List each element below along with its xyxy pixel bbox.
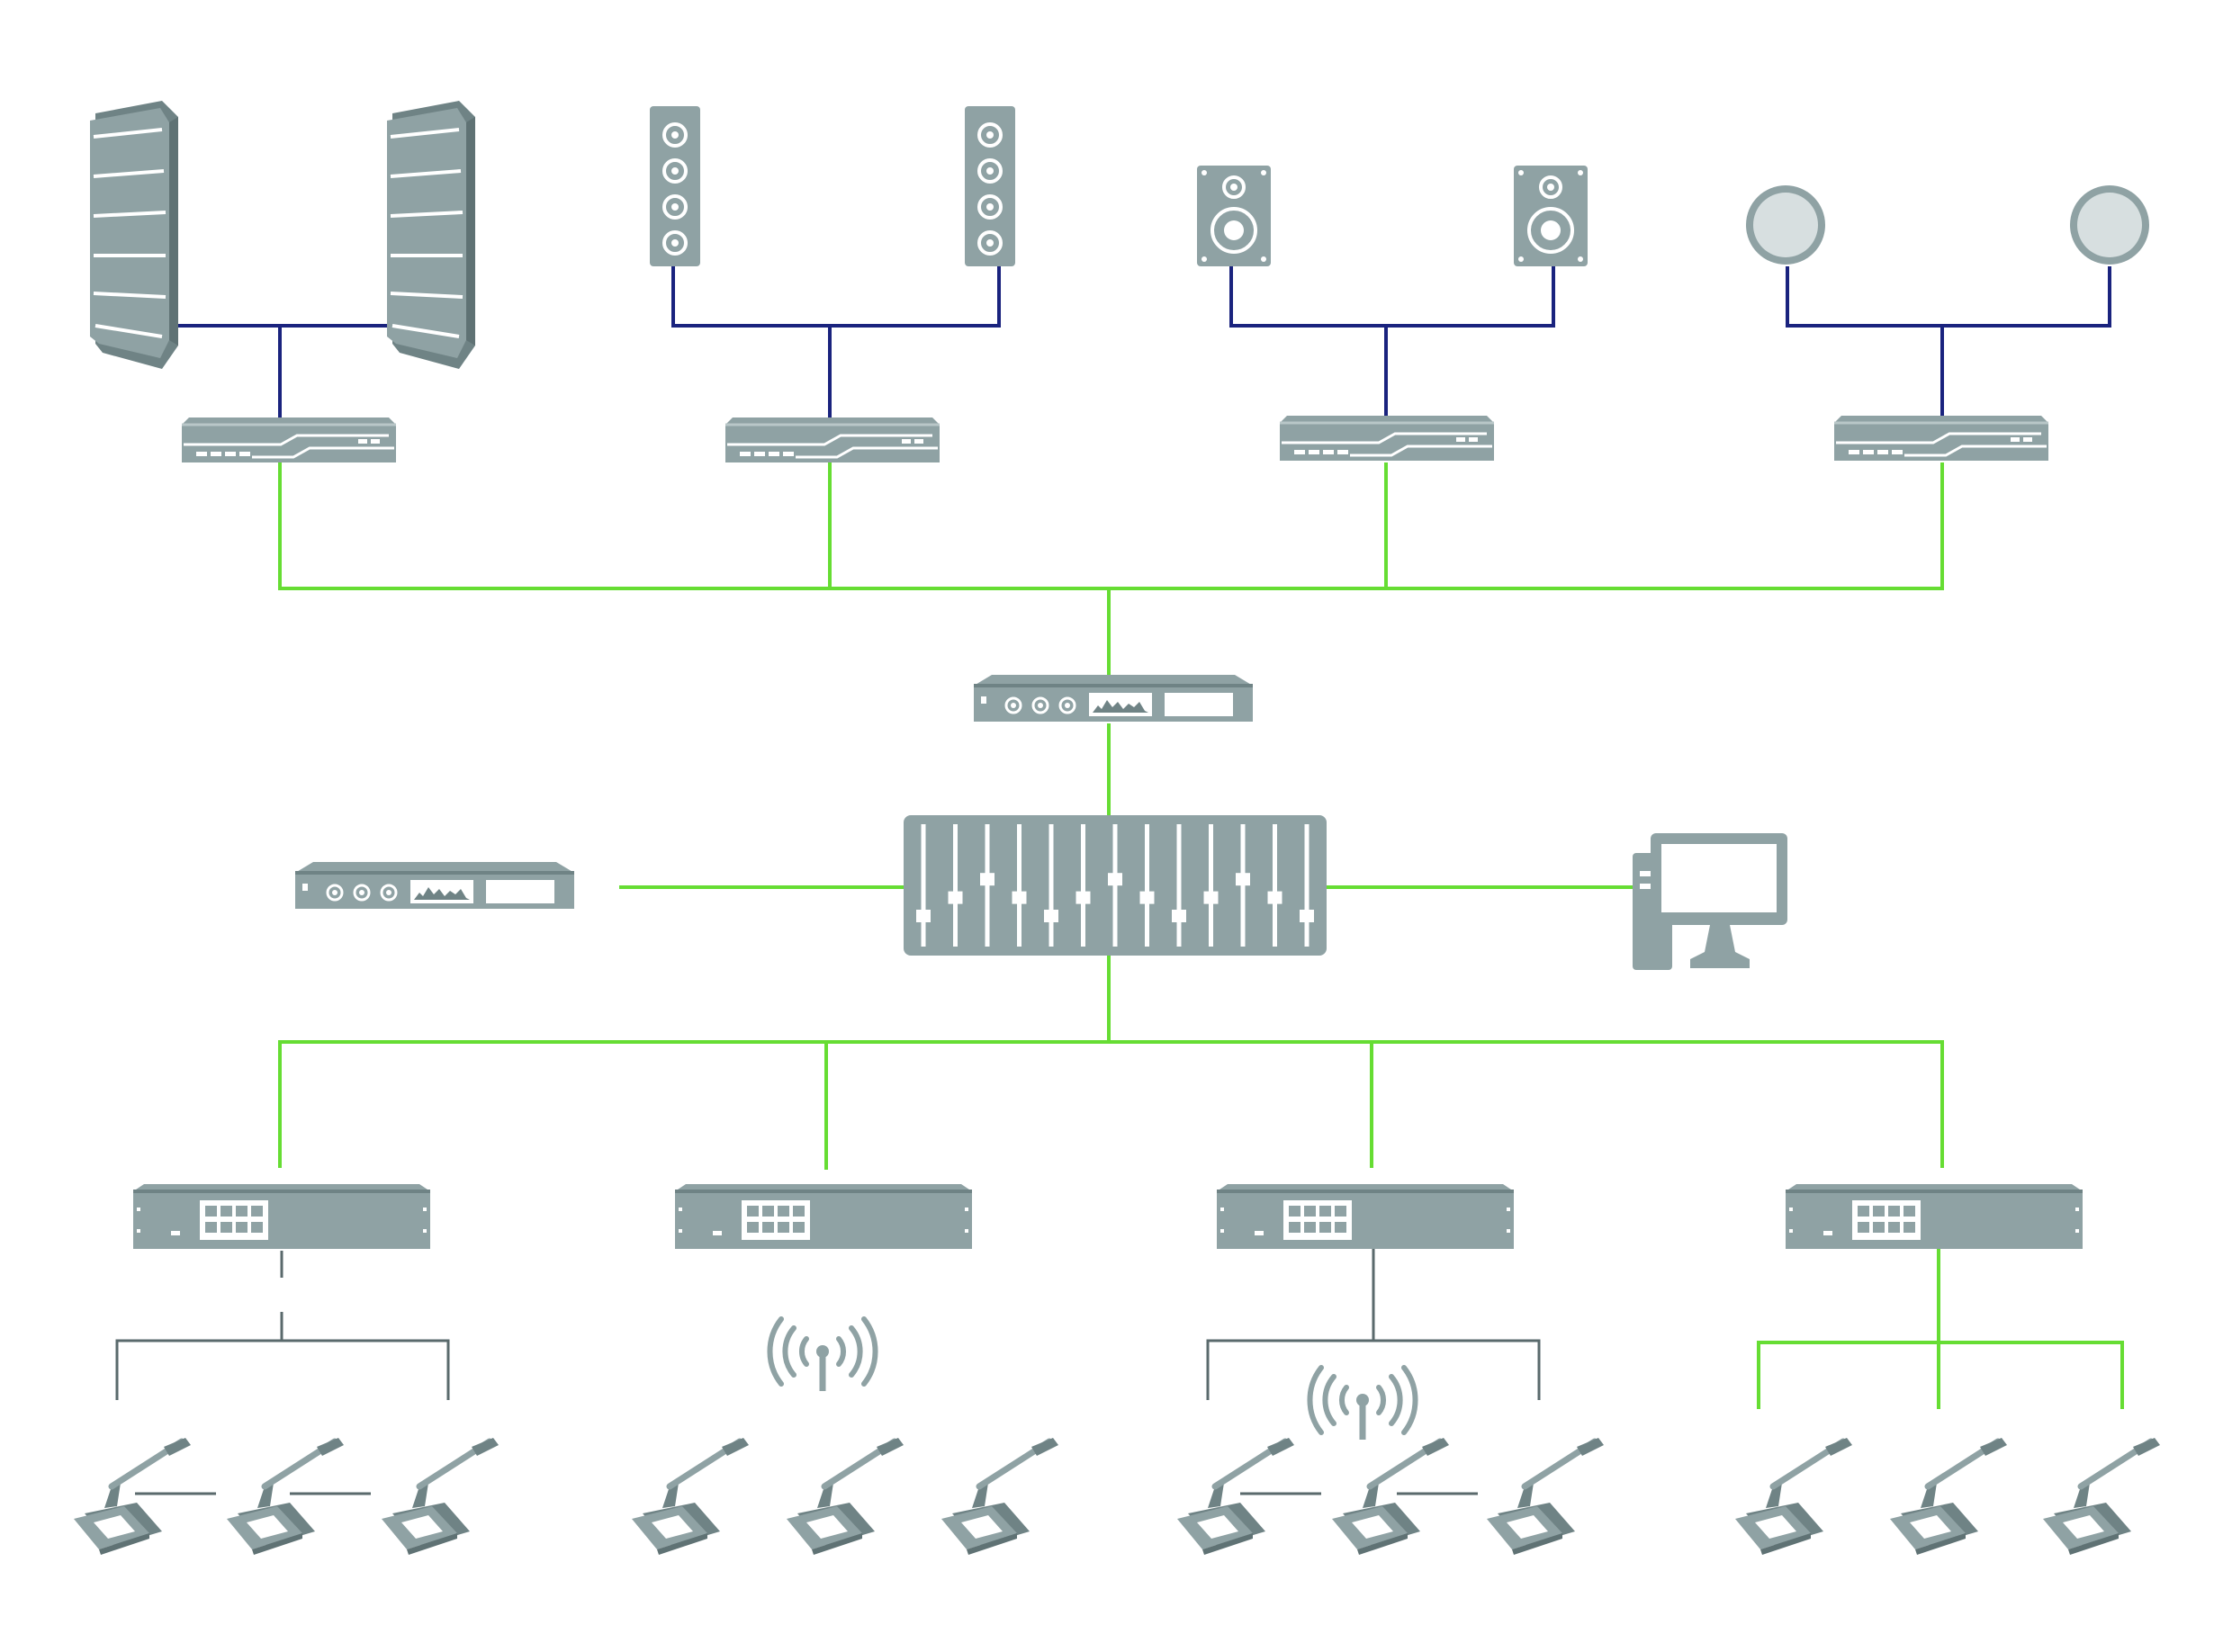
amplifier-icon [724,416,941,464]
conference-controller-icon [1784,1182,2084,1251]
mixer-fader-knob [948,891,963,904]
conference-microphone-icon [74,1438,191,1555]
conference-microphone-icon [1332,1438,1449,1555]
amplifier-icon [1832,414,2050,462]
amplifier-icon [180,416,398,464]
conference-microphone-icon [1177,1438,1294,1555]
group1-branch [115,1339,450,1400]
column-speaker-icon [648,104,702,268]
mixer-fader-knob [980,873,994,886]
speaker-group-2 [648,104,1017,268]
conference-microphone-icon [227,1438,344,1555]
mic-group-4 [1735,1438,2160,1555]
conference-microphone-icon [787,1438,904,1555]
column-speaker-icon [963,104,1017,268]
amplifier-icon [1278,414,1496,462]
ceiling-speaker-icon [2070,185,2149,265]
side-audio-processor-icon [293,860,576,911]
mixer-fader-knob [1012,891,1027,904]
mixer-fader-knob [1300,910,1314,922]
wireless-antenna-icon [770,1319,875,1391]
monitor-speaker-icon [1195,164,1273,268]
line-array-speaker-icon [385,99,477,371]
wireless-antenna-icon [1310,1368,1415,1440]
speaker-cable-group-3 [1229,266,1555,328]
speaker-cable-group-4 [1786,266,2111,328]
mixer-fader-knob [1172,910,1186,922]
mixer-fader-knob [1267,891,1282,904]
conference-microphone-icon [1890,1438,2007,1555]
speaker-group-4 [1746,185,2149,265]
conference-microphone-icon [632,1438,749,1555]
mixer-fader-knob [1139,891,1155,904]
conference-microphone-icon [1487,1438,1604,1555]
amp-bus [278,462,1944,590]
mic-group-3 [1177,1438,1604,1555]
conference-microphone-icon [2043,1438,2160,1555]
ceiling-speaker-icon [1746,185,1825,265]
conference-controller-icon [131,1182,432,1251]
speaker-group-3 [1195,164,1589,268]
controller-bus [278,1040,1944,1168]
mixer-fader-knob [1236,873,1250,886]
group4-star [1757,1341,2124,1409]
conference-microphone-icon [941,1438,1058,1555]
speaker-group-1 [88,99,477,371]
mic-group-2 [632,1438,1058,1555]
group3-branch [1206,1339,1541,1400]
mixer-fader-knob [1203,891,1219,904]
conference-microphone-icon [1735,1438,1852,1555]
mic-group-1 [74,1438,499,1555]
digital-mixer-icon [904,815,1327,956]
conference-controller-icon [673,1182,974,1251]
mixer-fader-knob [1044,910,1058,922]
mixer-fader-knob [1076,891,1091,904]
mic-cables [115,1249,1541,1495]
audio-processor-icon [972,673,1255,723]
speaker-cable-group-2 [671,266,1001,328]
mixer-fader-knob [1108,873,1122,886]
line-array-speaker-icon [88,99,180,371]
network-links [278,462,2124,1409]
mixer-fader-knob [916,910,931,922]
desktop-computer-icon [1633,833,1787,970]
conference-microphone-icon [382,1438,499,1555]
monitor-speaker-icon [1512,164,1589,268]
conference-controller-icon [1215,1182,1516,1251]
